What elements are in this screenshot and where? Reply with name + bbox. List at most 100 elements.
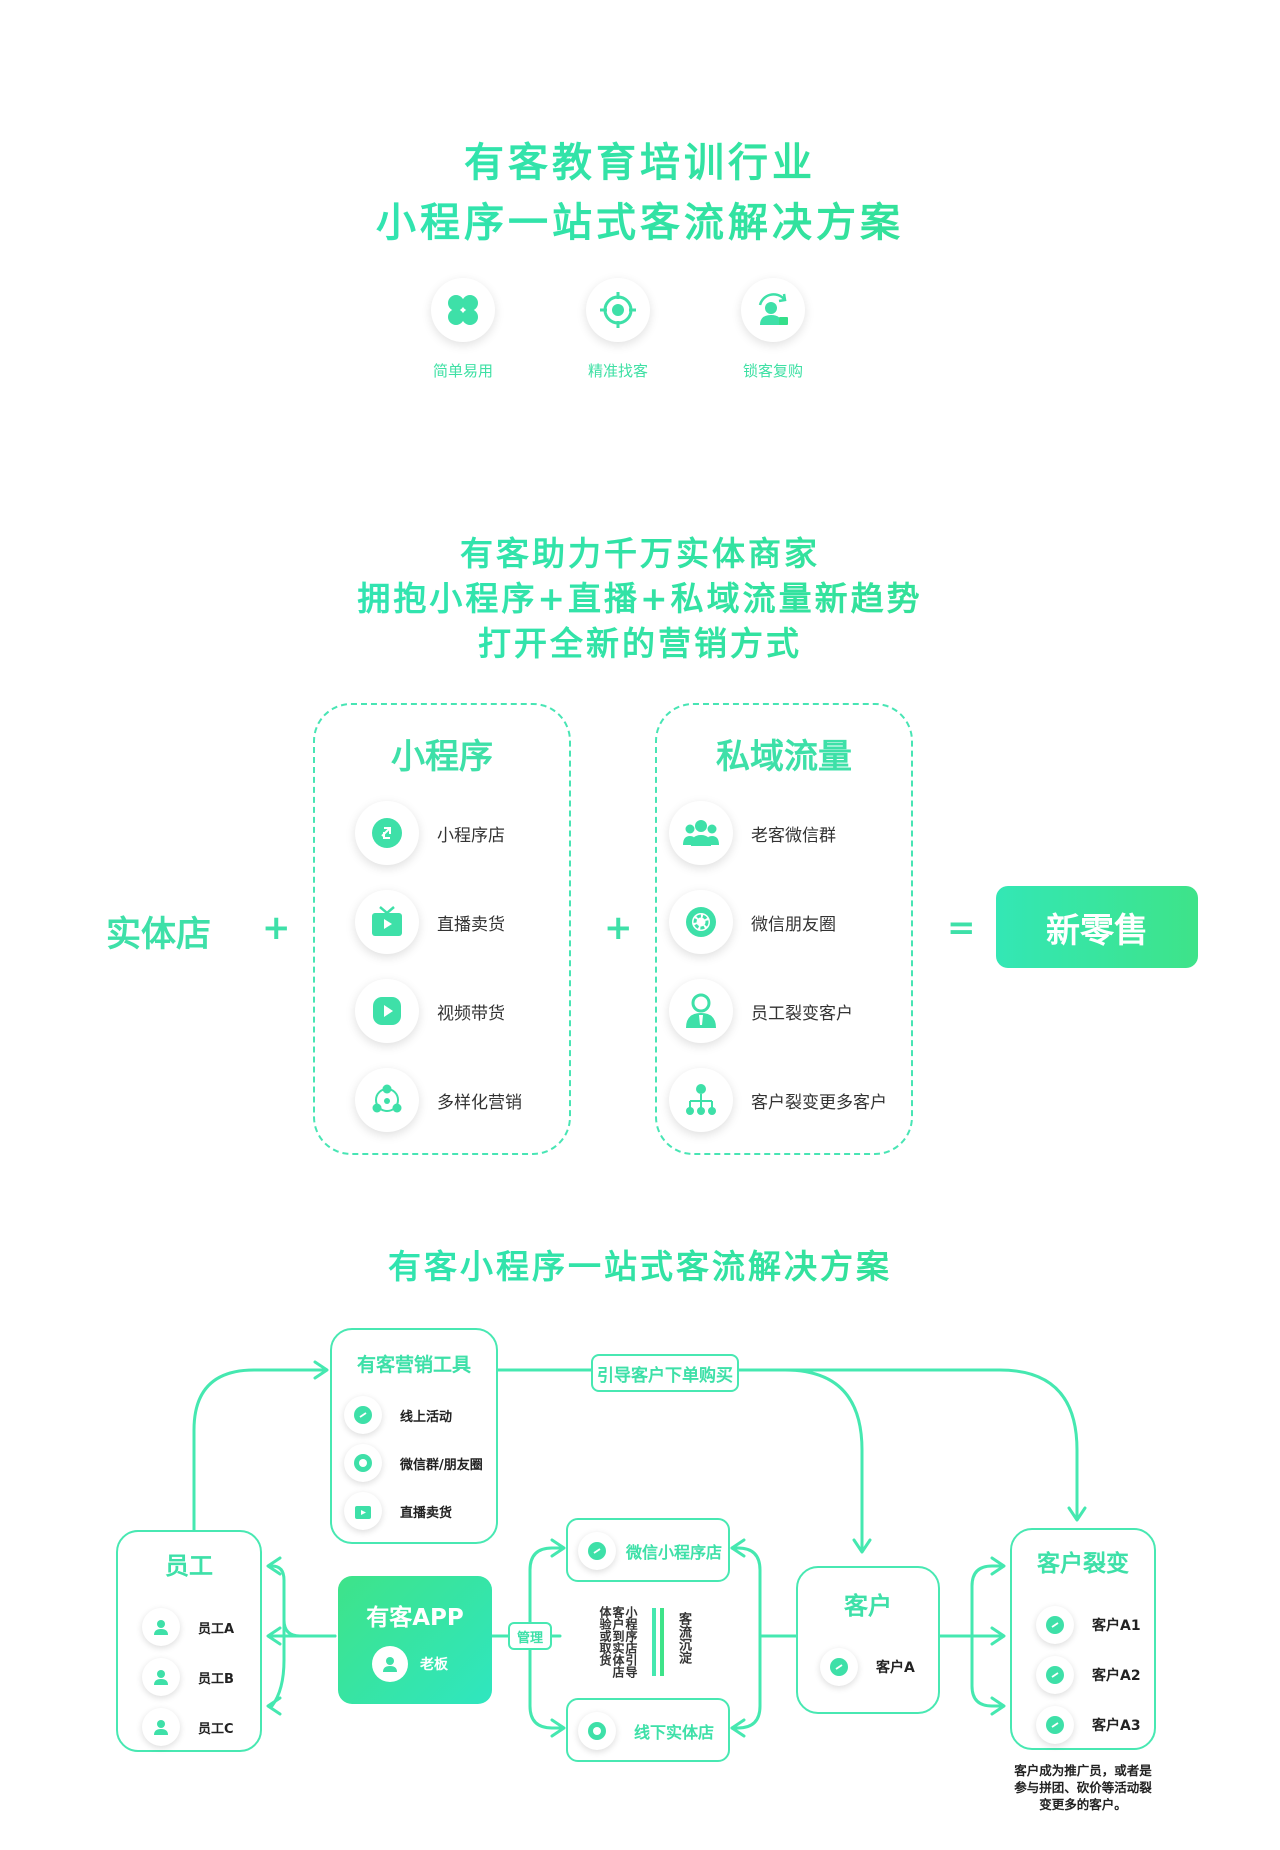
item-label: 客户A3 xyxy=(1092,1718,1141,1734)
box-title: 客户 xyxy=(844,1592,892,1620)
avatar xyxy=(372,1646,408,1682)
guide-purchase-label: 引导客户下单购买 xyxy=(591,1354,739,1392)
note-line: 变更多的客户。 xyxy=(1039,1797,1127,1812)
user-icon xyxy=(142,1658,180,1696)
list-item: 员工裂变客户 xyxy=(669,979,853,1043)
list-item: 员工B xyxy=(142,1658,234,1696)
new-retail-badge: 新零售 xyxy=(996,886,1198,968)
list-item: 客户A2 xyxy=(1036,1656,1141,1694)
tv-icon xyxy=(344,1492,382,1530)
private-traffic-box: 私域流量 老客微信群 微信朋友圈 员工裂变客户 客户裂变更多客户 xyxy=(655,703,913,1155)
note-line: 参与拼团、砍价等活动裂 xyxy=(1014,1780,1152,1795)
boss-label: 老板 xyxy=(420,1657,448,1673)
customer-fission-box: 客户裂变 客户A1 客户A2 客户A3 xyxy=(1010,1528,1156,1750)
play-icon xyxy=(355,979,419,1043)
user-lock-icon xyxy=(741,278,805,342)
list-item: 微信朋友圈 xyxy=(669,890,836,954)
mid-text-a: 小程序店引导 xyxy=(624,1606,638,1678)
aperture-icon xyxy=(669,890,733,954)
list-item: 微信群/朋友圈 xyxy=(344,1444,483,1482)
item-label: 客户A xyxy=(876,1660,915,1676)
item-label: 直播卖货 xyxy=(437,914,505,935)
list-item: 客户A3 xyxy=(1036,1706,1141,1744)
item-label: 视频带货 xyxy=(437,1003,505,1024)
tree-icon xyxy=(669,1068,733,1132)
flow-title: 有客小程序一站式客流解决方案 xyxy=(0,1240,1280,1288)
list-item: 老客微信群 xyxy=(669,801,836,865)
item-label: 多样化营销 xyxy=(437,1092,522,1113)
link-icon xyxy=(344,1396,382,1434)
link-icon xyxy=(1036,1706,1074,1744)
box-title: 客户裂变 xyxy=(1037,1551,1129,1577)
wechat-mini-store-box: 微信小程序店 xyxy=(566,1518,730,1582)
store-label: 微信小程序店 xyxy=(626,1543,723,1562)
feature-label: 精准找客 xyxy=(587,362,648,380)
share-icon xyxy=(355,1068,419,1132)
list-item: 直播卖货 xyxy=(355,890,505,954)
tv-icon xyxy=(355,890,419,954)
aperture-icon xyxy=(344,1444,382,1482)
marketing-tools-box: 有客营销工具 线上活动 微信群/朋友圈 直播卖货 xyxy=(330,1328,498,1544)
box-title: 员工 xyxy=(165,1552,213,1580)
box-title: 小程序 xyxy=(391,737,493,777)
manage-label: 管理 xyxy=(508,1622,552,1650)
list-item: 客户裂变更多客户 xyxy=(669,1068,887,1132)
mid-text-b: 客户到实体店 xyxy=(611,1606,625,1678)
list-item: 多样化营销 xyxy=(355,1068,522,1132)
target-icon xyxy=(586,278,650,342)
item-label: 线上活动 xyxy=(400,1409,453,1425)
user-icon xyxy=(142,1608,180,1646)
list-item: 线上活动 xyxy=(344,1396,452,1434)
user-icon xyxy=(142,1708,180,1746)
plus-sign-2: + xyxy=(604,908,633,948)
list-item: 小程序店 xyxy=(355,801,505,865)
store-label: 实体店 xyxy=(106,915,212,955)
link-icon xyxy=(355,801,419,865)
clover-icon xyxy=(431,278,495,342)
store-row: 微信小程序店 xyxy=(578,1532,722,1570)
page-title-line2: 小程序一站式客流解决方案 xyxy=(0,190,1280,248)
item-label: 员工C xyxy=(198,1721,234,1737)
aperture-icon xyxy=(578,1712,616,1750)
link-icon xyxy=(1036,1656,1074,1694)
mini-program-box: 小程序 小程序店 直播卖货 视频带货 多样化营销 xyxy=(313,703,571,1155)
item-label: 客户裂变更多客户 xyxy=(751,1092,887,1113)
store-row: 线下实体店 xyxy=(578,1712,714,1750)
list-item: 员工A xyxy=(142,1608,234,1646)
link-icon xyxy=(1036,1606,1074,1644)
item-label: 微信朋友圈 xyxy=(751,914,836,935)
feature-easy: 简单易用 xyxy=(393,278,533,381)
section2-line3: 打开全新的营销方式 xyxy=(0,617,1280,665)
section2-line1: 有客助力千万实体商家 xyxy=(0,527,1280,575)
item-label: 老客微信群 xyxy=(751,825,836,846)
item-label: 微信群/朋友圈 xyxy=(400,1457,483,1473)
note-line: 客户成为推广员，或者是 xyxy=(1014,1763,1152,1778)
staff-icon xyxy=(669,979,733,1043)
group-icon xyxy=(669,801,733,865)
item-label: 员工A xyxy=(198,1621,235,1637)
boss-row: 老板 xyxy=(372,1646,448,1682)
item-label: 直播卖货 xyxy=(400,1505,453,1521)
feature-label: 锁客复购 xyxy=(742,362,803,380)
staff-box: 员工 员工A 员工B 员工C xyxy=(116,1530,262,1752)
app-title: 有客APP xyxy=(366,1605,464,1631)
feature-precise: 精准找客 xyxy=(548,278,688,381)
page-title-line1: 有客教育培训行业 xyxy=(0,130,1280,188)
deposit-text: 客流沉淀 xyxy=(676,1612,691,1664)
box-title: 有客营销工具 xyxy=(356,1354,471,1376)
offline-store-box: 线下实体店 xyxy=(566,1698,730,1762)
list-item: 直播卖货 xyxy=(344,1492,452,1530)
item-label: 小程序店 xyxy=(437,825,505,846)
customer-box: 客户 客户A xyxy=(796,1566,940,1714)
item-label: 员工B xyxy=(198,1671,234,1687)
plus-sign-1: + xyxy=(262,908,291,948)
mid-text-c: 体验或取货 xyxy=(598,1606,612,1666)
list-item: 员工C xyxy=(142,1708,234,1746)
store-label: 线下实体店 xyxy=(634,1723,715,1742)
equals-sign: = xyxy=(947,908,976,948)
list-item: 视频带货 xyxy=(355,979,505,1043)
feature-lock: 锁客复购 xyxy=(703,278,843,381)
item-label: 客户A2 xyxy=(1092,1668,1141,1684)
fission-note: 客户成为推广员，或者是 参与拼团、砍价等活动裂 变更多的客户。 xyxy=(990,1762,1176,1813)
